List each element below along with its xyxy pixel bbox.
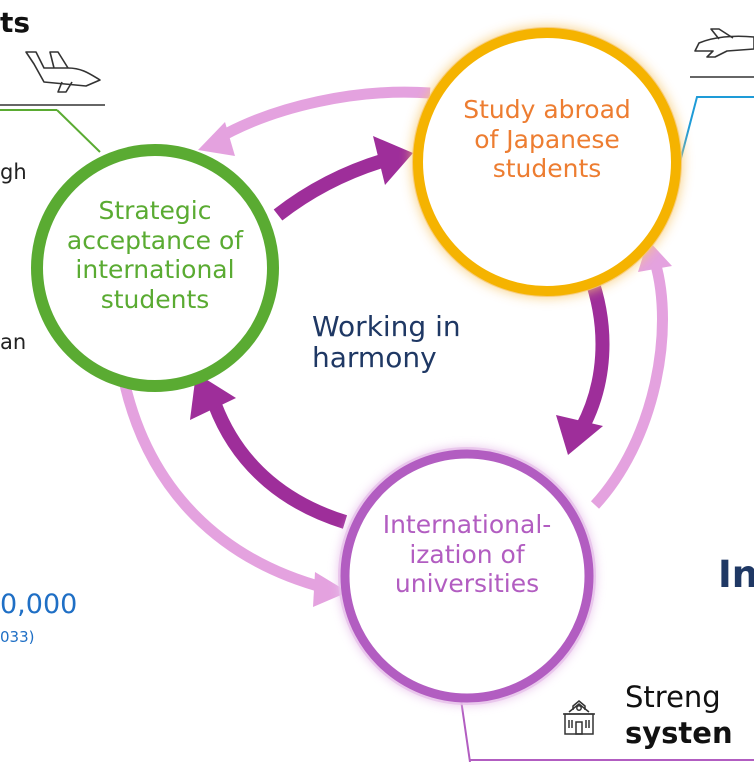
arrow-acceptance-to-universities-outer-head xyxy=(313,572,348,607)
label-study-abroad: Study abroad of Japanese students xyxy=(463,95,631,183)
arrow-study-to-universities-inner xyxy=(575,272,610,432)
circle-internationalization-ring xyxy=(340,449,594,703)
center-label: Working in harmony xyxy=(312,310,461,374)
arrow-acceptance-to-universities-outer xyxy=(119,383,327,594)
arrow-universities-to-acceptance-inner-head xyxy=(190,373,236,420)
left-text-fragment-2: an xyxy=(0,330,27,354)
arrow-study-to-universities-inner-head xyxy=(556,415,603,455)
label-internationalization: International- ization of universities xyxy=(382,510,552,598)
school-building-icon xyxy=(563,700,595,735)
arrow-acceptance-to-study-inner xyxy=(273,153,388,221)
blue-connector xyxy=(669,96,754,201)
top-left-title-fragment: ts xyxy=(0,6,31,39)
airplane-icon-left xyxy=(25,51,101,93)
circle-study-abroad-ring xyxy=(413,28,681,296)
left-text-fragment-1: gh xyxy=(0,160,27,184)
right-heading-fragment: In xyxy=(718,553,754,596)
bottom-right-text-line1: Streng xyxy=(625,680,721,714)
bottom-left-sub: 033) xyxy=(0,628,35,646)
arrow-universities-to-acceptance-inner xyxy=(208,402,348,529)
arrow-study-to-acceptance-outer-head xyxy=(198,122,235,156)
green-connector-diagonal xyxy=(56,109,101,153)
arrow-study-to-acceptance-outer xyxy=(212,86,431,145)
bottom-right-text-line2: systen xyxy=(625,716,733,750)
airplane-icon-right xyxy=(694,28,754,58)
arrow-universities-to-study-outer xyxy=(590,260,668,509)
arrow-acceptance-to-study-inner-head xyxy=(373,136,413,185)
bottom-left-number: 0,000 xyxy=(0,589,78,620)
circle-strategic-acceptance xyxy=(31,144,279,392)
label-strategic-acceptance: Strategic acceptance of international st… xyxy=(66,196,244,314)
